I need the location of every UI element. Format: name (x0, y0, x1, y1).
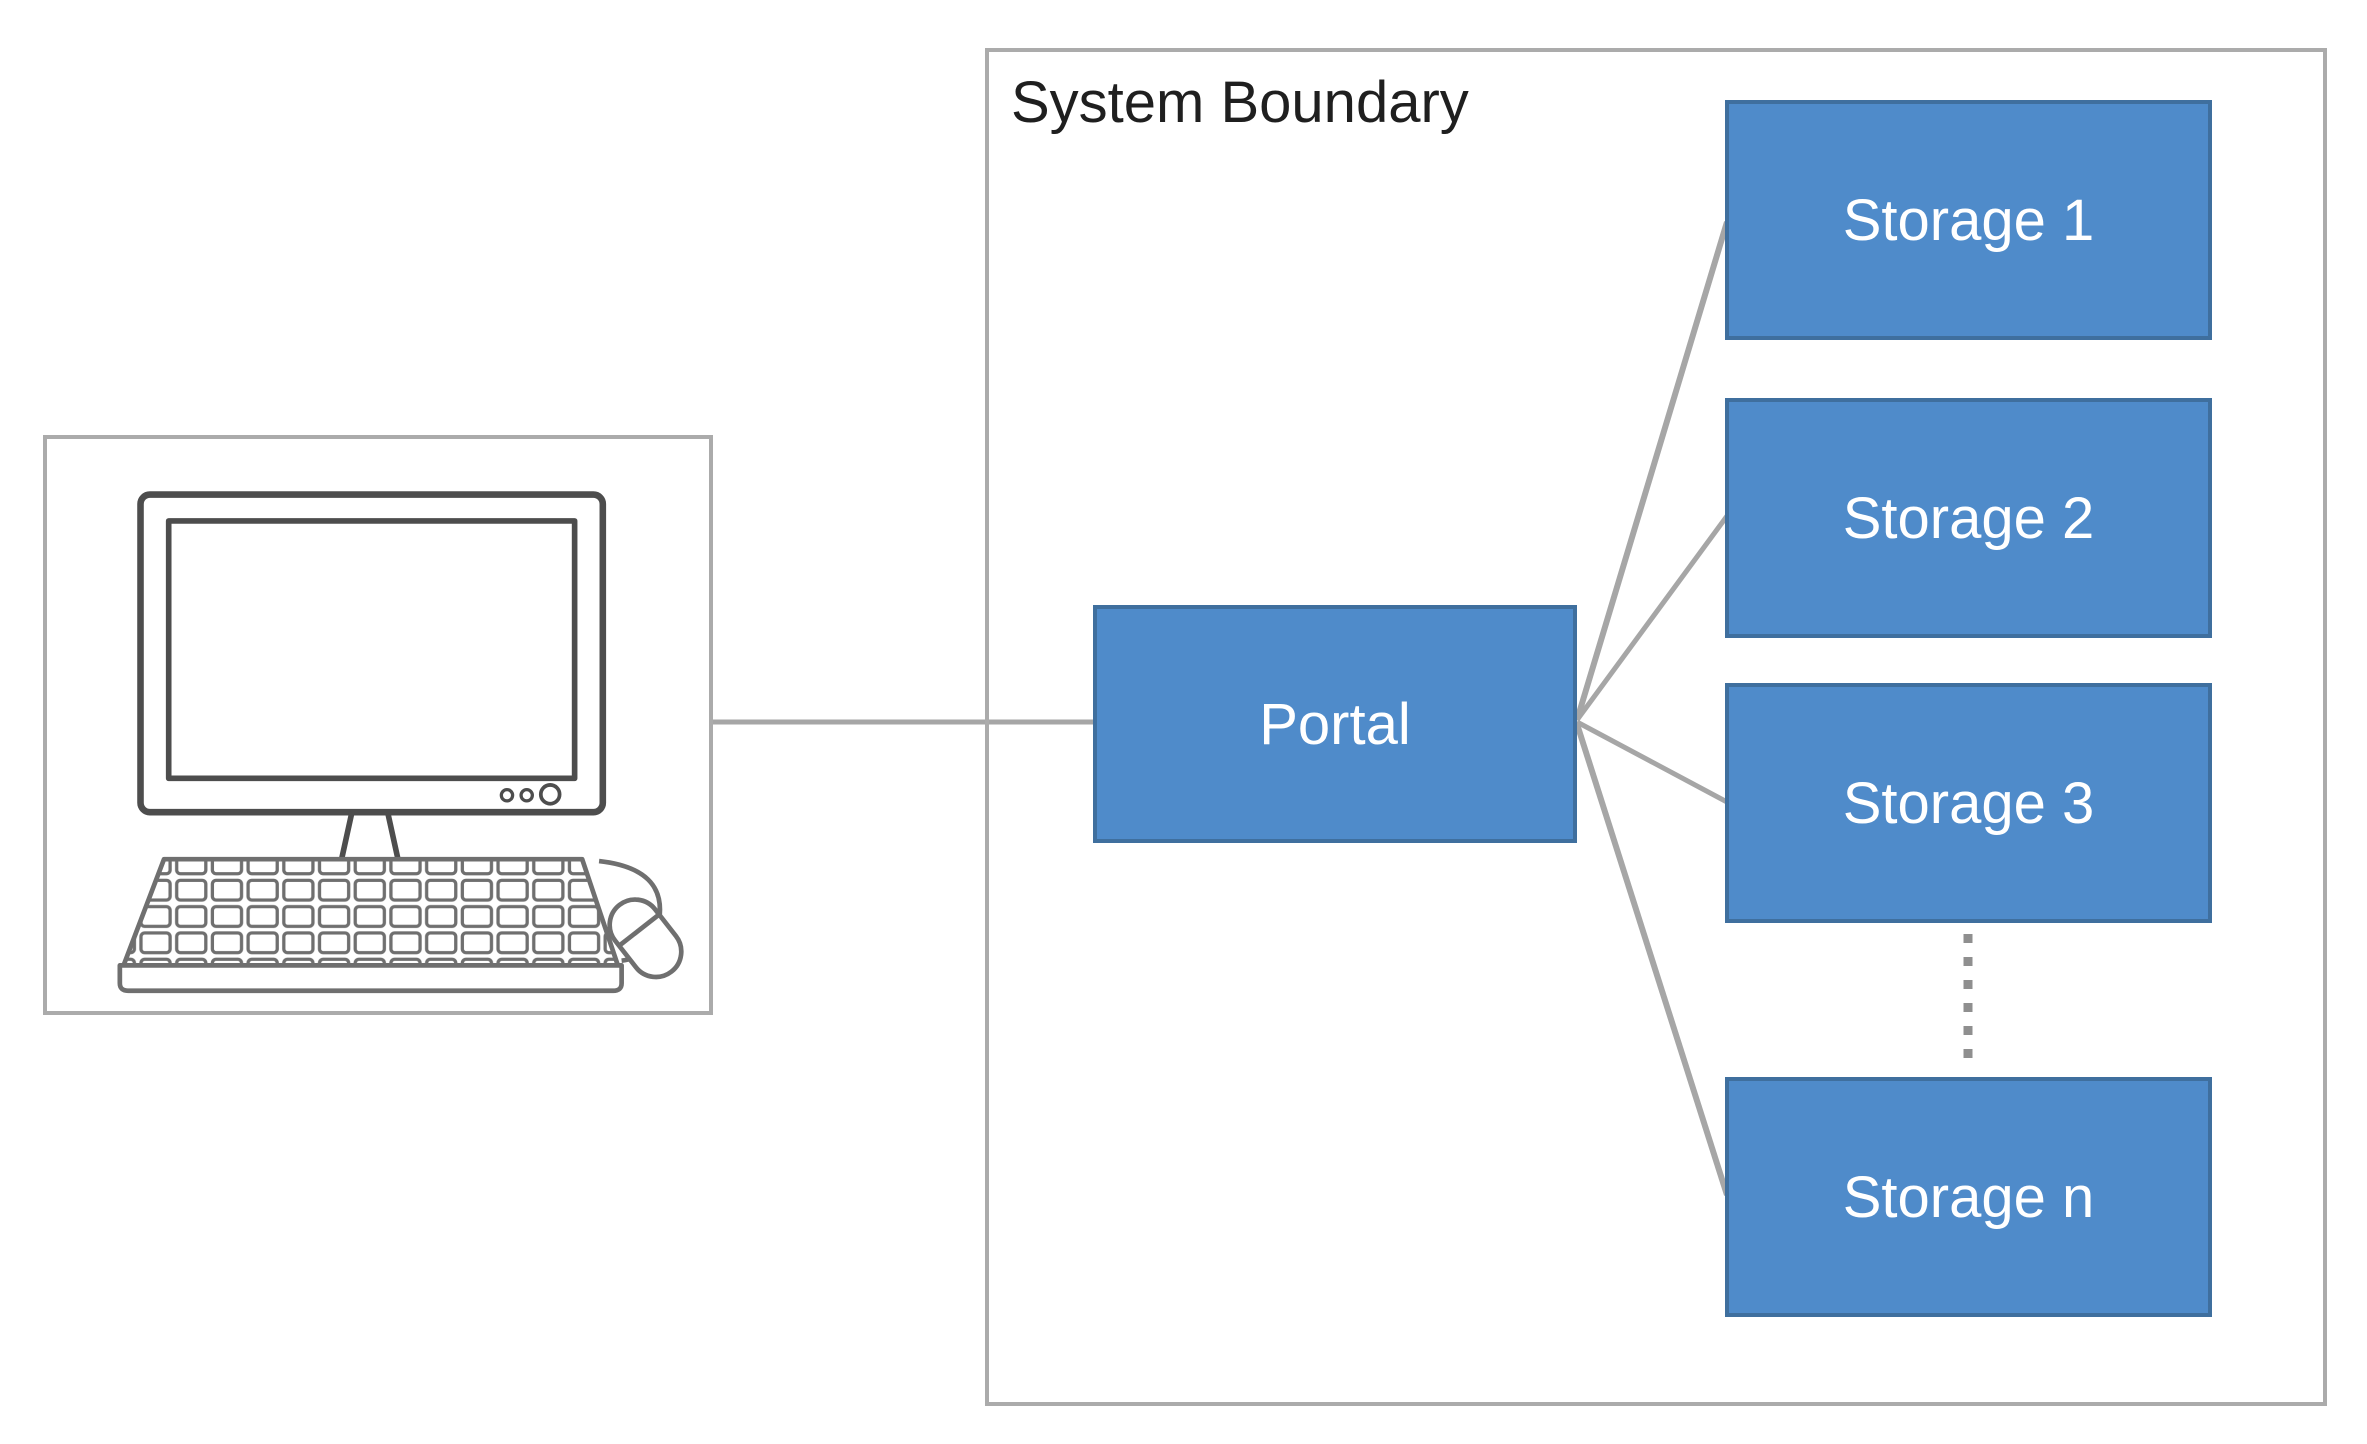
computer-icon (117, 491, 684, 994)
storage-node-2: Storage 2 (1725, 398, 2212, 638)
storage-node-n-label: Storage n (1842, 1164, 2095, 1230)
connector-portal-storage-2 (1574, 514, 1730, 722)
system-boundary-title: System Boundary (1011, 70, 1469, 135)
connector-portal-storage-3 (1575, 719, 1729, 805)
connector-portal-storage-n (1574, 723, 1730, 1196)
storage-node-3-label: Storage 3 (1842, 770, 2095, 836)
storage-node-n: Storage n (1725, 1077, 2212, 1317)
client-workstation-box (43, 435, 713, 1015)
mouse-icon (598, 858, 684, 980)
system-boundary-box: System Boundary (985, 48, 2327, 1406)
connector-portal-storage-1 (1574, 221, 1730, 721)
monitor-icon (137, 491, 607, 860)
portal-label: Portal (1259, 691, 1411, 757)
storage-node-1-label: Storage 1 (1842, 187, 2095, 253)
storage-node-2-label: Storage 2 (1842, 485, 2095, 551)
storage-node-1: Storage 1 (1725, 100, 2212, 340)
keyboard-icon (117, 856, 624, 994)
portal-node: Portal (1093, 605, 1577, 843)
storage-node-3: Storage 3 (1725, 683, 2212, 923)
